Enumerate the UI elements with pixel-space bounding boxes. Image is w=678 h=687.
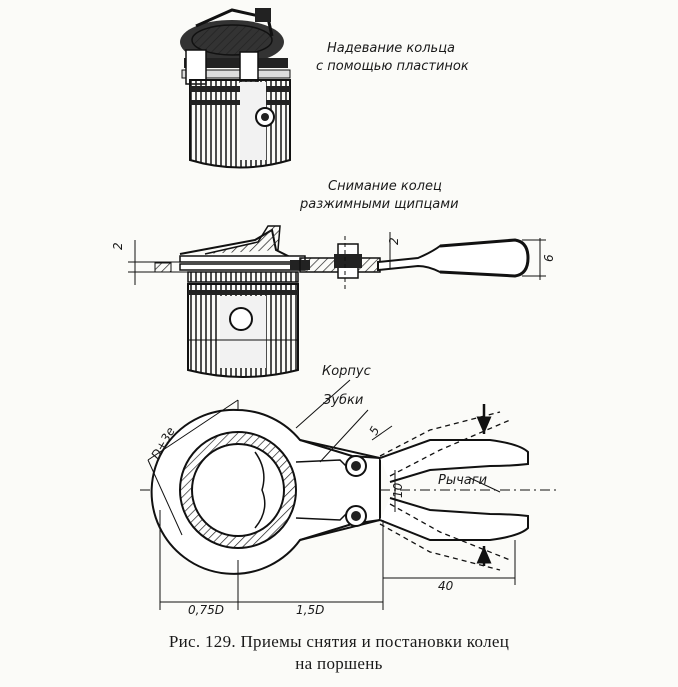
dim-mid-2: 2 [387,237,401,245]
dim-left-2: 2 [111,242,125,250]
label-ring-removal-line2: разжимными щипцами [299,197,459,212]
figure-caption-line1: Рис. 129. Приемы снятия и постановки кол… [168,632,510,651]
label-ring-removal-line1: Снимание колец [328,179,442,194]
dim-075d: 0,75D [188,603,224,617]
label-ring-installation-line1: Надевание кольца [327,41,455,56]
label-body: Корпус [322,364,371,379]
dim-10: 10 [391,482,405,498]
piston-with-pliers-illustration [128,225,546,378]
piston-with-plates-illustration [180,8,291,169]
pliers-top-view-drawing [140,379,560,610]
dim-5: 5 [366,424,382,438]
label-ring-installation-line2: с помощью пластинок [316,59,469,74]
dim-40: 40 [438,579,454,593]
figure-caption-line2: на поршень [295,654,383,673]
label-levers: Рычаги [438,473,487,488]
dim-right-6: 6 [542,254,556,262]
label-teeth: Зубки [323,393,363,408]
dim-15d: 1,5D [296,603,324,617]
